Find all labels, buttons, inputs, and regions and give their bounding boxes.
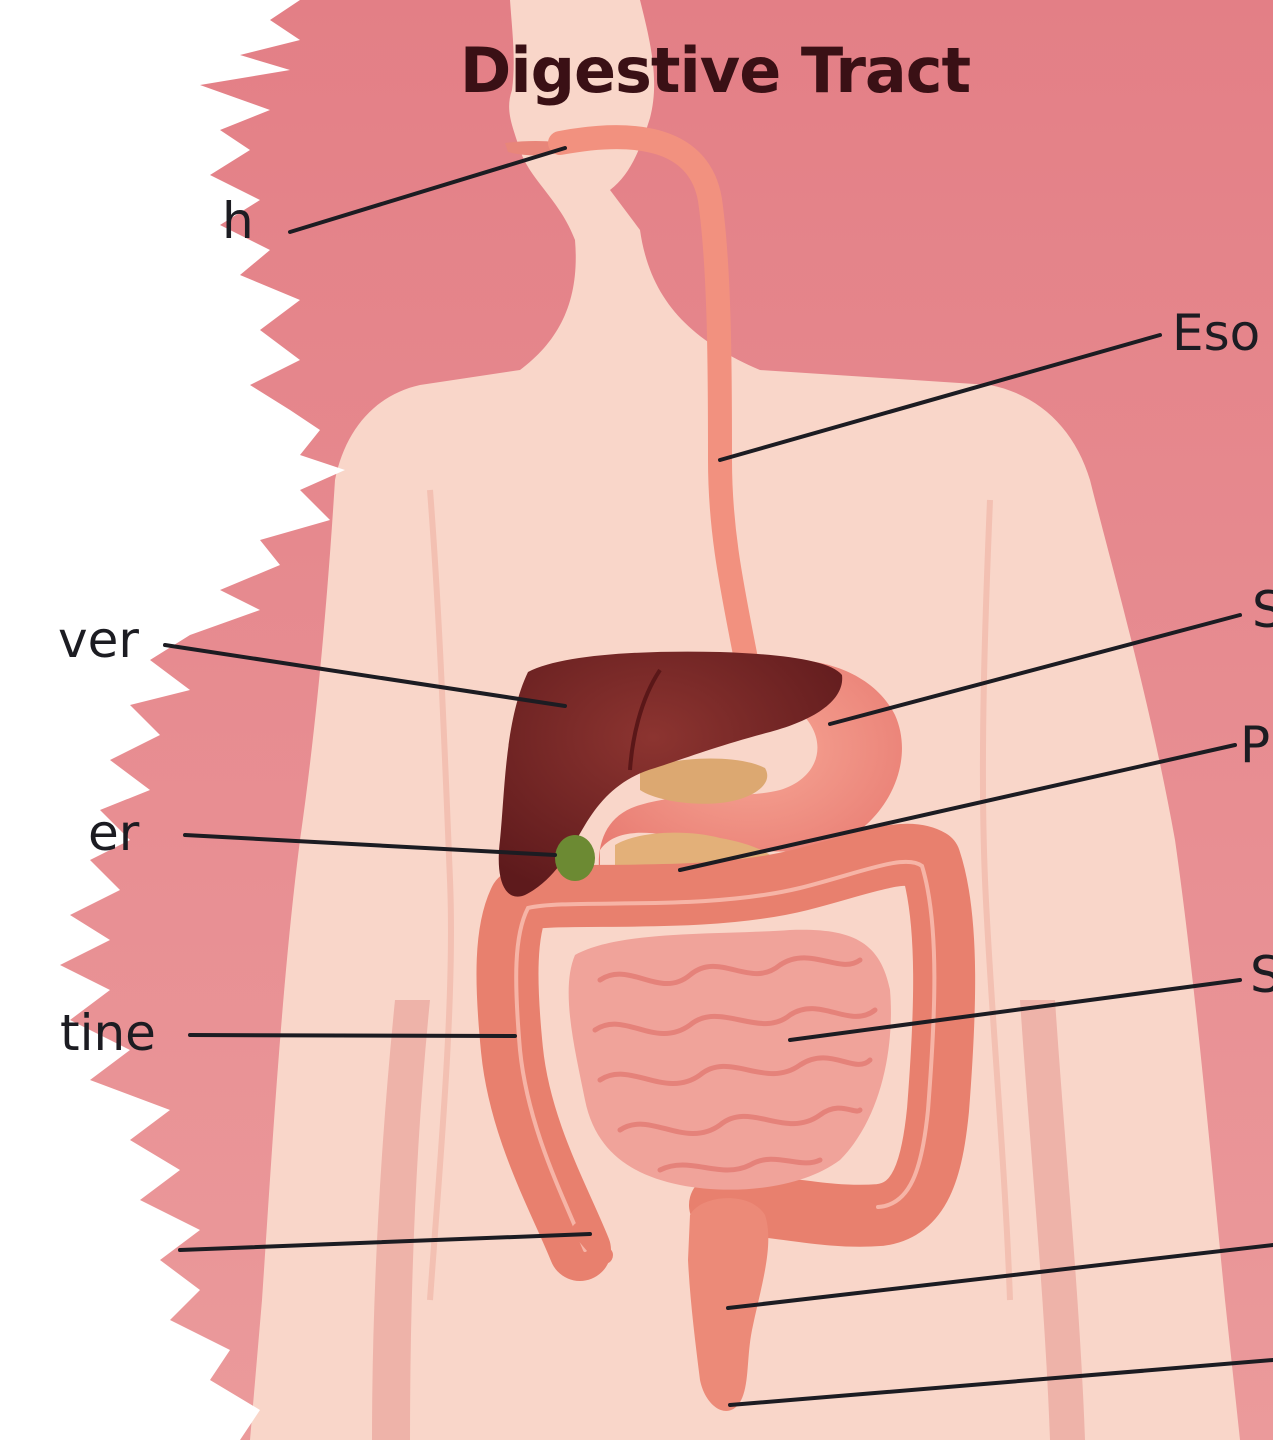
label-stomach: S: [1252, 585, 1273, 635]
label-mouth: h: [222, 196, 254, 246]
label-large-intestine: tine: [60, 1008, 156, 1058]
label-liver: ver: [58, 615, 139, 665]
leader-line-large-intestine: [190, 1035, 515, 1036]
diagram-title: Digestive Tract: [0, 34, 1273, 107]
gallbladder: [555, 835, 595, 881]
label-small-intestine: S: [1250, 950, 1273, 1000]
label-gallbladder: er: [88, 808, 139, 858]
label-esophagus: Eso: [1172, 308, 1260, 358]
label-pancreas: P: [1240, 720, 1270, 770]
